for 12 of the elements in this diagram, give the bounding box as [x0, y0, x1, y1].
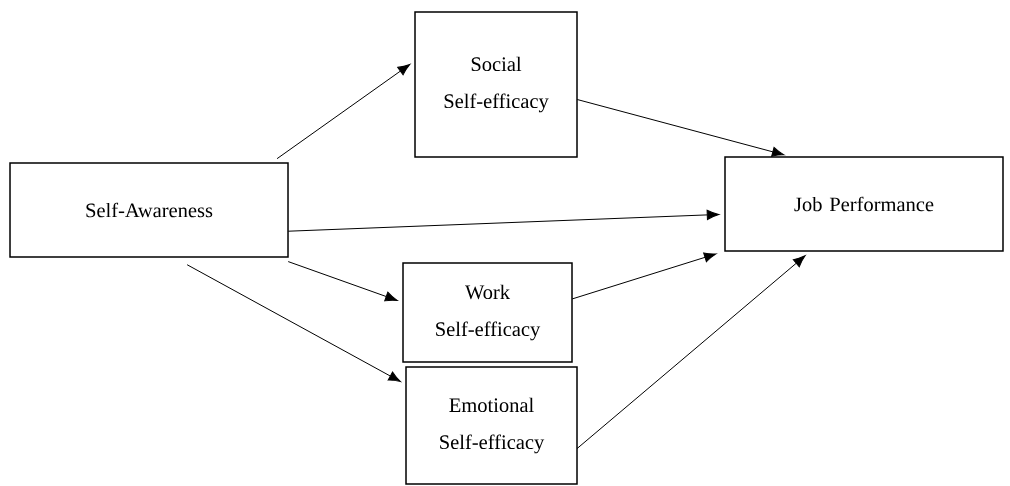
arrow: [287, 261, 398, 302]
process-box: Social Self-efficacy: [414, 11, 578, 158]
arrow: [576, 99, 785, 157]
arrow: [576, 255, 806, 450]
process-box: Work Self-efficacy: [402, 262, 573, 363]
arrow: [186, 264, 401, 383]
process-box: Job Performance: [724, 156, 1004, 252]
process-box: Emotional Self-efficacy: [405, 366, 578, 485]
process-box: Self-Awareness: [9, 162, 289, 258]
arrow: [276, 63, 411, 160]
arrow: [287, 209, 720, 232]
arrow: [571, 252, 717, 300]
